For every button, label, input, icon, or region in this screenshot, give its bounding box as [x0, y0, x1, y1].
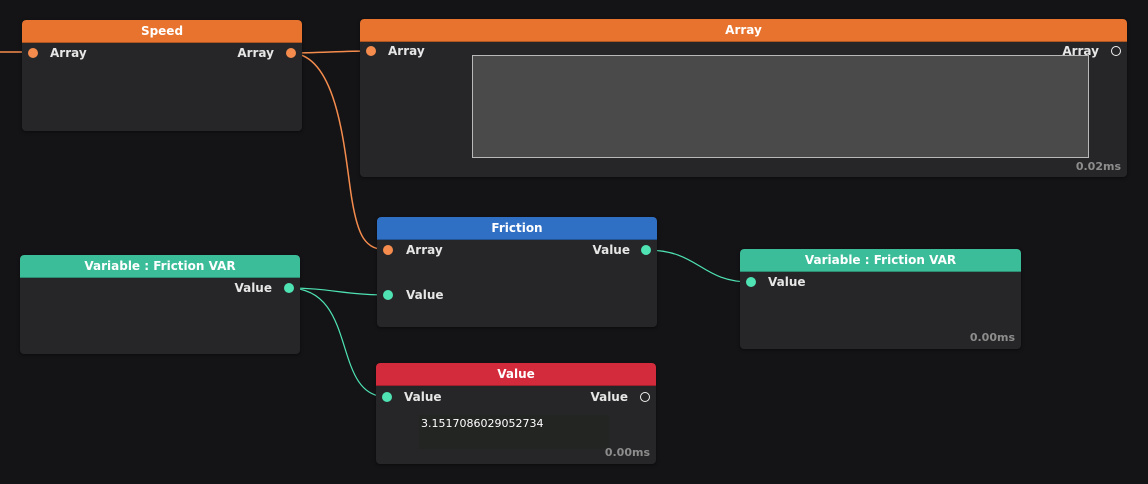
array-node[interactable]: Array Array Array 0.02ms	[360, 19, 1127, 177]
friction-value-input-port[interactable]	[383, 290, 393, 300]
speed-input-port[interactable]	[28, 48, 38, 58]
array-input-label: Array	[388, 44, 425, 58]
friction-output-label: Value	[592, 243, 630, 257]
variable-friction-node-right[interactable]: Variable : Friction VAR Value 0.00ms	[740, 249, 1021, 349]
friction-node[interactable]: Friction Array Value Value	[377, 217, 657, 327]
wire-variable-to-friction	[287, 287, 389, 296]
speed-output-label: Array	[237, 46, 274, 60]
value-input-label: Value	[404, 390, 442, 404]
array-output-label: Array	[1062, 44, 1099, 58]
variable-left-header[interactable]: Variable : Friction VAR	[20, 255, 300, 278]
variable-left-output-label: Value	[234, 281, 272, 295]
friction-array-input-port[interactable]	[383, 245, 393, 255]
value-output-port[interactable]	[640, 392, 650, 402]
value-node[interactable]: Value Value Value 3.1517086029052734 0.0…	[376, 363, 656, 464]
variable-left-output-port[interactable]	[284, 283, 294, 293]
array-output-port[interactable]	[1111, 46, 1121, 56]
variable-friction-node-left[interactable]: Variable : Friction VAR Value	[20, 255, 300, 354]
value-output-label: Value	[590, 390, 628, 404]
variable-right-header[interactable]: Variable : Friction VAR	[740, 249, 1021, 272]
wire-friction-to-variable	[645, 249, 752, 283]
value-input-port[interactable]	[382, 392, 392, 402]
wire-variable-to-value	[287, 287, 388, 398]
array-preview-plot	[472, 55, 1089, 158]
friction-node-header[interactable]: Friction	[377, 217, 657, 240]
speed-input-label: Array	[50, 46, 87, 60]
array-timing: 0.02ms	[1075, 160, 1121, 173]
variable-right-input-label: Value	[768, 275, 806, 289]
speed-node-header[interactable]: Speed	[22, 20, 302, 43]
friction-output-port[interactable]	[641, 245, 651, 255]
array-input-port[interactable]	[366, 46, 376, 56]
friction-value-input-label: Value	[406, 288, 444, 302]
value-number-field[interactable]: 3.1517086029052734	[419, 415, 609, 449]
variable-right-input-port[interactable]	[746, 277, 756, 287]
value-timing: 0.00ms	[604, 446, 650, 459]
speed-output-port[interactable]	[286, 48, 296, 58]
value-node-header[interactable]: Value	[376, 363, 656, 386]
variable-right-timing: 0.00ms	[969, 331, 1015, 344]
speed-node[interactable]: Speed Array Array	[22, 20, 302, 131]
wire-speed-to-array	[289, 50, 372, 54]
friction-array-input-label: Array	[406, 243, 443, 257]
array-node-header[interactable]: Array	[360, 19, 1127, 42]
